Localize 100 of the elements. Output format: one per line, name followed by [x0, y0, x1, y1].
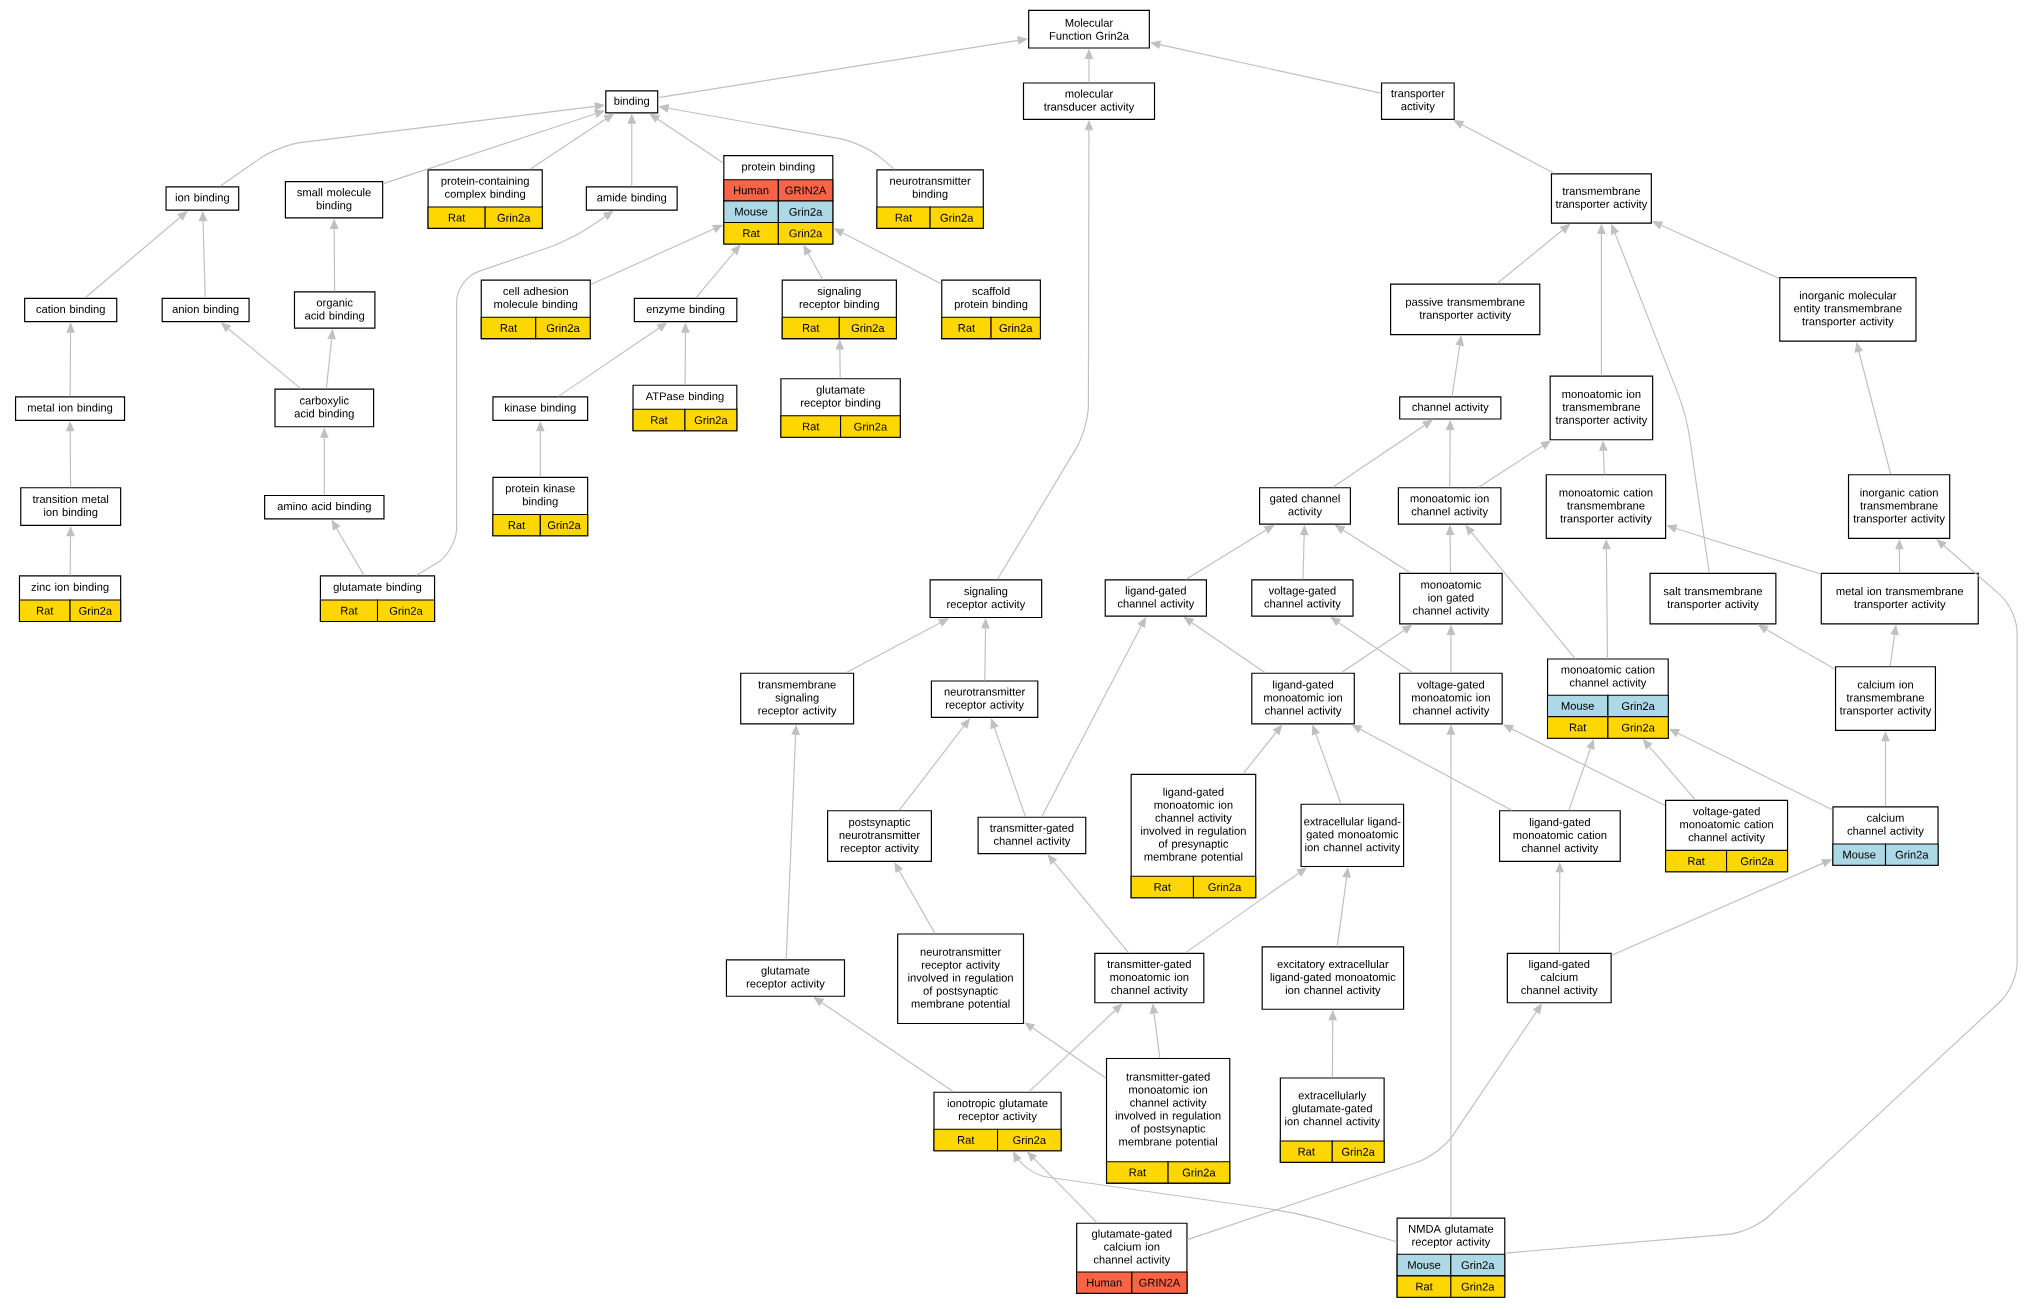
- table-cell: Rat: [1106, 1161, 1169, 1184]
- term-box: amino acid binding: [264, 495, 385, 520]
- table-cell: Rat: [780, 415, 842, 438]
- table-cell: Grin2a: [838, 316, 897, 340]
- term-box: monoatomic ion gated channel activity: [1399, 572, 1503, 625]
- term-box: binding: [605, 90, 659, 114]
- table-cell: Rat: [1130, 875, 1194, 899]
- term-box: calcium ion transmembrane transporter activity: [1834, 666, 1936, 731]
- arrow: [996, 120, 1094, 580]
- table-cell: GRIN2A: [1131, 1271, 1188, 1294]
- arrow: [1602, 539, 1611, 660]
- term-box: signaling receptor activity: [929, 579, 1043, 619]
- table-cell: Rat: [1665, 849, 1728, 873]
- table-cell: Grin2a: [69, 599, 122, 622]
- arrow: [1453, 120, 1555, 174]
- arrow: [1047, 854, 1130, 954]
- term-box: transmitter-gated channel activity: [977, 816, 1087, 855]
- term-box: ligand-gated monoatomic ion channel activity: [1251, 672, 1355, 725]
- table-cell: Grin2a: [840, 415, 901, 438]
- term-box: metal ion binding: [15, 396, 126, 421]
- table-cell: Rat: [492, 513, 541, 537]
- term-box: organic acid binding: [293, 291, 376, 329]
- table-cell: Grin2a: [1331, 1140, 1385, 1163]
- term-box: monoatomic ion channel activity: [1397, 487, 1502, 525]
- table-cell: Rat: [1547, 716, 1609, 739]
- term-box: ligand-gated monoatomic cation channel activity: [1499, 810, 1621, 862]
- term-box: ion binding: [165, 186, 240, 211]
- table-cell: Grin2a: [1726, 849, 1789, 873]
- arrow: [1504, 539, 2018, 1254]
- table-cell: Grin2a: [377, 599, 436, 622]
- term-box: transporter activity: [1380, 82, 1455, 120]
- term-box: amide binding: [585, 186, 678, 211]
- table-cell: Rat: [480, 316, 537, 340]
- term-box: voltage-gated channel activity: [1251, 579, 1354, 617]
- term-box: transmembrane transporter activity: [1550, 173, 1652, 224]
- table-cell: Grin2a: [535, 316, 591, 340]
- table-cell: Rat: [427, 206, 486, 229]
- term-box: ligand-gated calcium channel activity: [1506, 952, 1612, 1004]
- term-box: small molecule binding: [284, 181, 384, 219]
- arrow: [1895, 539, 1904, 574]
- term-box: enzyme binding: [633, 297, 738, 323]
- table-cell: Grin2a: [1450, 1275, 1506, 1298]
- table-cell: Human: [723, 179, 779, 202]
- arrow: [1881, 731, 1890, 807]
- term-box: monoatomic ion transmembrane transporter activity: [1549, 375, 1654, 441]
- term-box: kinase binding: [492, 396, 589, 421]
- table-cell: Mouse: [723, 200, 779, 223]
- term-box: ligand-gated channel activity: [1104, 579, 1207, 617]
- table-cell: Rat: [933, 1128, 999, 1152]
- table-cell: Grin2a: [1192, 875, 1257, 899]
- table-cell: Rat: [319, 599, 378, 622]
- table-cell: Rat: [781, 316, 840, 340]
- arrow: [894, 862, 936, 935]
- term-box: transmembrane signaling receptor activity: [740, 672, 855, 725]
- table-cell: Grin2a: [1885, 843, 1939, 866]
- table-cell: Mouse: [1832, 843, 1886, 866]
- table-cell: Grin2a: [1607, 694, 1669, 718]
- term-box: passive transmembrane transporter activity: [1390, 283, 1541, 336]
- table-cell: Rat: [18, 599, 71, 622]
- table-cell: GRIN2A: [777, 179, 834, 202]
- table-cell: Rat: [723, 222, 779, 245]
- table-cell: Grin2a: [484, 206, 543, 229]
- table-cell: Grin2a: [997, 1128, 1062, 1152]
- term-box: transition metal ion binding: [20, 487, 122, 526]
- term-box: glutamate receptor activity: [725, 959, 846, 997]
- table-cell: Rat: [1396, 1275, 1452, 1298]
- table-cell: Grin2a: [1167, 1161, 1231, 1184]
- term-box: salt transmembrane transporter activity: [1649, 572, 1777, 625]
- term-box: inorganic molecular entity transmembrane transporter activity: [1779, 277, 1917, 342]
- term-box: cation binding: [24, 297, 118, 323]
- table-cell: Mouse: [1547, 694, 1609, 718]
- table-cell: Grin2a: [1450, 1253, 1506, 1277]
- table-cell: Grin2a: [539, 513, 589, 537]
- term-box: channel activity: [1399, 396, 1502, 420]
- term-box: excitatory extracellular ligand-gated monoatomic ion channel activity: [1261, 946, 1405, 1010]
- term-box: gated channel activity: [1259, 487, 1351, 525]
- table-cell: Rat: [1279, 1140, 1333, 1163]
- table-cell: Grin2a: [929, 206, 984, 229]
- arrow: [1024, 1022, 1107, 1079]
- term-box: molecular transducer activity: [1022, 82, 1156, 120]
- table-cell: Grin2a: [777, 222, 834, 245]
- term-box: metal ion transmembrane transporter activity: [1820, 572, 1979, 625]
- arrow: [1332, 419, 1433, 488]
- arrow: [1028, 1003, 1123, 1093]
- term-box: extracellular ligand-gated monoatomic ion channel activity: [1300, 803, 1405, 868]
- term-box: voltage-gated monoatomic ion channel activity: [1399, 672, 1503, 725]
- term-box: inorganic cation transmembrane transporter activity: [1847, 474, 1951, 539]
- term-box: postsynaptic neurotransmitter receptor activity: [827, 810, 932, 862]
- table-cell: Human: [1076, 1271, 1133, 1294]
- table-cell: Rat: [632, 408, 686, 432]
- arrow: [65, 421, 75, 488]
- table-cell: Grin2a: [777, 200, 834, 223]
- term-box: transmitter-gated monoatomic ion channel activity: [1094, 952, 1205, 1004]
- table-cell: Mouse: [1396, 1253, 1452, 1277]
- term-box: anion binding: [161, 297, 250, 323]
- table-cell: Rat: [941, 316, 992, 340]
- term-box: neurotransmitter receptor activity: [930, 680, 1039, 718]
- table-cell: Grin2a: [990, 316, 1041, 340]
- term-box: carboxylic acid binding: [274, 388, 375, 428]
- arrow: [990, 718, 1026, 818]
